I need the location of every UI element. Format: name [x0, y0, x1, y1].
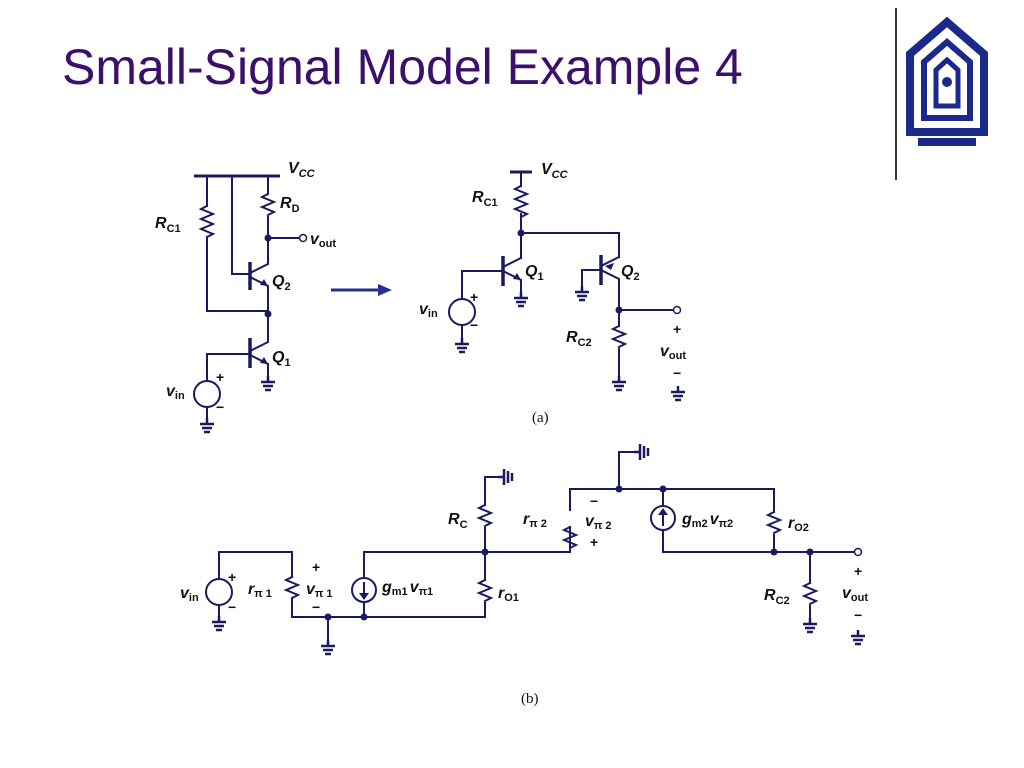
svg-text:RC2: RC2	[764, 587, 790, 607]
svg-text:RC: RC	[448, 511, 468, 531]
svg-text:RD: RD	[280, 195, 300, 215]
svg-text:Q1: Q1	[272, 349, 291, 369]
svg-text:vπ 1: vπ 1	[306, 581, 333, 600]
original-circuit: VCC RD RC1 vout Q2 Q1 vin + −	[155, 160, 336, 434]
svg-text:vout: vout	[310, 231, 336, 250]
svg-text:−: −	[590, 493, 598, 509]
svg-text:−: −	[673, 365, 681, 381]
svg-text:+: +	[854, 563, 862, 579]
slide-title: Small-Signal Model Example 4	[62, 39, 743, 95]
svg-text:Q2: Q2	[621, 263, 640, 283]
university-emblem-icon	[906, 16, 988, 146]
svg-text:−: −	[216, 399, 224, 415]
svg-text:+: +	[228, 569, 236, 585]
circuit-a: VCC RC1 Q1 Q2 vin + − RC2 + vout − (a)	[419, 161, 686, 426]
svg-text:(a): (a)	[532, 410, 549, 426]
svg-text:VCC: VCC	[541, 161, 569, 181]
svg-text:−: −	[228, 599, 236, 615]
svg-text:vin: vin	[180, 585, 199, 604]
svg-text:+: +	[590, 534, 598, 550]
svg-text:+: +	[216, 369, 224, 385]
svg-text:rπ 1: rπ 1	[248, 581, 272, 600]
svg-text:rO2: rO2	[788, 515, 809, 534]
svg-text:vout: vout	[660, 343, 686, 362]
svg-text:rO1: rO1	[498, 585, 519, 604]
svg-text:vin: vin	[419, 301, 438, 320]
svg-text:+: +	[312, 559, 320, 575]
svg-text:+: +	[470, 289, 478, 305]
title-divider	[895, 8, 897, 180]
svg-text:vπ 2: vπ 2	[585, 513, 612, 532]
svg-text:rπ 2: rπ 2	[523, 511, 547, 530]
svg-text:Q1: Q1	[525, 263, 544, 283]
svg-text:RC1: RC1	[472, 189, 498, 209]
svg-text:(b): (b)	[521, 691, 539, 707]
svg-text:−: −	[312, 599, 320, 615]
svg-text:VCC: VCC	[288, 160, 316, 180]
svg-text:−: −	[854, 607, 862, 623]
svg-text:+: +	[673, 321, 681, 337]
svg-text:−: −	[470, 317, 478, 333]
svg-text:Q2: Q2	[272, 273, 291, 293]
svg-text:vout: vout	[842, 585, 868, 604]
svg-text:vin: vin	[166, 383, 185, 402]
svg-text:RC1: RC1	[155, 215, 181, 235]
transform-arrow	[331, 284, 392, 296]
svg-text:RC2: RC2	[566, 329, 592, 349]
